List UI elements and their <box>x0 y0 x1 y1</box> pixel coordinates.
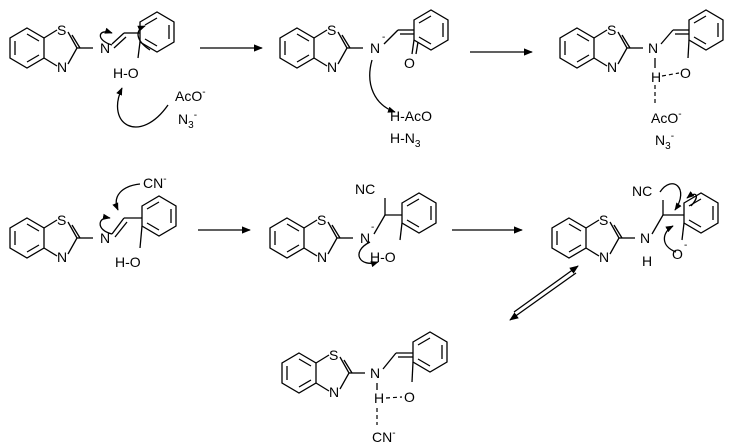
hydroxyl-group: H-O <box>113 65 139 81</box>
imine-nitrogen-atom: N <box>100 230 110 246</box>
nitrile-group: NC <box>355 181 375 197</box>
hydroxyl-group: H-O <box>370 249 396 265</box>
hydrazoic-acid-product: H-N3 <box>390 130 421 150</box>
hydroxyl-group: H-O <box>115 254 141 270</box>
amine-hydrogen-atom: H <box>642 253 652 269</box>
molecule-hbond-complex-7: N O H CN- <box>281 331 448 445</box>
acetate-reagent: AcO- <box>175 87 206 104</box>
negative-charge: - <box>684 240 687 251</box>
negative-charge: - <box>371 222 374 233</box>
cyanide-ion: CN- <box>372 428 396 445</box>
hydrogen-atom: H <box>651 69 661 85</box>
molecule-cyanide-adduct-5: N - NC H-O <box>269 181 437 268</box>
carbonyl-oxygen-atom: O <box>404 55 415 71</box>
amine-nitrogen-atom: N <box>648 40 658 56</box>
anionic-nitrogen-atom: N <box>360 230 370 246</box>
azide-ion: N3- <box>655 131 674 152</box>
molecule-schiff-base-1: N H-O AcO- N3- <box>9 11 206 131</box>
molecule-schiff-base-4: N H-O CN- <box>9 174 177 270</box>
imine-nitrogen-atom: N <box>100 40 110 56</box>
equilibrium-arrows <box>509 265 579 321</box>
cyanide-ion: CN- <box>143 174 167 191</box>
phenoxide-oxygen-atom: O <box>672 246 683 262</box>
carbonyl-oxygen-atom: O <box>680 65 691 81</box>
anionic-nitrogen-atom: N <box>370 40 380 56</box>
negative-charge: - <box>382 32 385 43</box>
hydrogen-atom: H <box>374 390 384 406</box>
acetate-ion: AcO- <box>651 109 682 126</box>
molecule-phenoxide-6: N H NC O - <box>551 183 719 269</box>
amine-nitrogen-atom: N <box>640 230 650 246</box>
nitrile-group: NC <box>632 183 652 199</box>
acetic-acid-product: H-AcO <box>390 108 432 124</box>
amine-nitrogen-atom: N <box>370 365 380 381</box>
molecule-intermediate-2: N - O H-AcO H-N3 <box>279 9 449 150</box>
carbonyl-oxygen-atom: O <box>404 389 415 405</box>
molecule-hbond-complex-3: N O H AcO- N3- <box>559 9 724 152</box>
azide-reagent: N3- <box>178 110 197 131</box>
